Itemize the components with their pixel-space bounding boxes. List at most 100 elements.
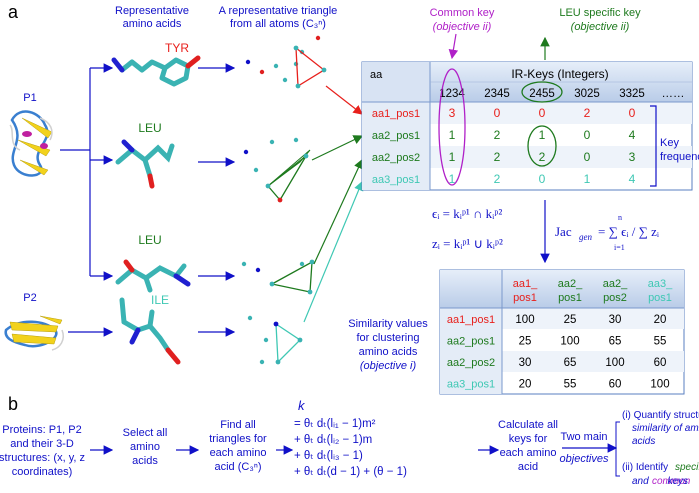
step-key-formula: k = θₜ dₜ(lᵢ₁ − 1)m² + θₜ dₜ(lᵢ₂ − 1)m +…	[294, 398, 407, 478]
residue-ile-stick-model	[119, 297, 181, 365]
arrow-ile-to-row4	[303, 180, 364, 323]
p1-branch-connector	[60, 63, 114, 281]
formula-sum-top: n	[618, 213, 622, 222]
sim-col-header: pos1	[558, 292, 582, 304]
ir-key-header: 2455	[529, 88, 555, 100]
ir-key-header: ……	[662, 88, 685, 100]
protein-p1-ribbon-image	[9, 110, 53, 177]
sim-cell: 60	[654, 357, 667, 369]
sim-col-header: aa1_	[513, 278, 538, 290]
svg-text:and: and	[632, 476, 649, 487]
svg-text:common: common	[652, 476, 691, 487]
residue-to-triangle-arrows	[198, 63, 236, 337]
step-two-objectives: Two main objectives	[560, 431, 618, 465]
similarity-caption-1: Similarity values	[348, 318, 428, 330]
ir-table-title: IR-Keys (Integers)	[511, 67, 608, 81]
svg-text:+ θₜ dₜ(lᵢ₃ − 1): + θₜ dₜ(lᵢ₃ − 1)	[294, 450, 363, 462]
ir-row-label: aa1_pos1	[372, 108, 420, 120]
common-key-label: Common key	[430, 7, 495, 19]
svg-text:k: k	[298, 398, 306, 413]
svg-text:objectives: objectives	[560, 453, 609, 465]
svg-text:acid: acid	[518, 461, 538, 473]
svg-text:structures: (x, y, z: structures: (x, y, z	[0, 452, 85, 464]
sim-cell: 65	[564, 357, 577, 369]
svg-text:Proteins: P1, P2: Proteins: P1, P2	[2, 424, 82, 436]
residue-label-ile: ILE	[151, 293, 169, 307]
ir-key-header: 3325	[619, 88, 645, 100]
svg-text:keys for: keys for	[509, 433, 548, 445]
formula-jac: Jac	[555, 224, 572, 239]
sim-cell: 30	[609, 314, 622, 326]
sim-col-header: pos1	[648, 292, 672, 304]
ir-cell: 3	[629, 150, 636, 164]
outcome-identify: (ii) Identify specific and common keys	[622, 462, 699, 487]
panel-b-label: b	[8, 394, 18, 414]
svg-text:similarity of amino: similarity of amino	[632, 423, 699, 434]
residue-label-tyr: TYR	[165, 41, 189, 55]
key-frequency-label-1: Key	[660, 137, 679, 149]
sim-col-header: aa2_	[603, 278, 628, 290]
ir-cell: 2	[539, 150, 546, 164]
header-triangle-1: A representative triangle	[219, 5, 338, 17]
sim-cell: 20	[519, 379, 532, 391]
ir-cell: 3	[449, 106, 456, 120]
specific-key-label: LEU specific key	[559, 7, 641, 19]
protein-p2-ribbon-image	[4, 315, 64, 351]
header-triangle-2: from all atoms (C₃ⁿ)	[230, 18, 326, 30]
common-key-objective: (objective ii)	[433, 21, 492, 33]
ir-cell: 4	[629, 128, 636, 142]
ir-cell: 0	[584, 128, 591, 142]
panel-a-label: a	[8, 2, 19, 22]
ir-cell: 0	[539, 172, 546, 186]
svg-text:Two main: Two main	[560, 431, 607, 443]
formula-z: zᵢ = kᵢᵖ¹ ∪ kᵢᵖ²	[432, 236, 503, 251]
arrow-leu2-to-row3	[313, 158, 363, 265]
protein-p1-label: P1	[23, 92, 36, 104]
ir-cell: 2	[584, 106, 591, 120]
outcome-quantify: (i) Quantify structure similarity of ami…	[622, 410, 699, 447]
ir-row-label: aa2_pos1	[372, 130, 420, 142]
sim-row-label: aa3_pos1	[447, 379, 495, 391]
protein-p2-label: P2	[23, 292, 36, 304]
sim-col-header: pos1	[513, 292, 537, 304]
svg-text:acids: acids	[132, 455, 158, 467]
sim-cell: 65	[609, 336, 622, 348]
step-proteins: Proteins: P1, P2 and their 3-D structure…	[0, 424, 85, 478]
ir-cell: 2	[494, 150, 501, 164]
ir-cell: 2	[494, 128, 501, 142]
sim-cell: 100	[650, 379, 669, 391]
ir-cell: 0	[539, 106, 546, 120]
sim-cell: 100	[515, 314, 534, 326]
common-key-arrow	[448, 33, 459, 60]
arrow-tyr-to-row1	[325, 85, 363, 115]
ir-key-header: 3025	[574, 88, 600, 100]
formula-jac-subscript: gen	[579, 232, 592, 242]
step-select-amino-acids: Select all amino acids	[123, 427, 168, 467]
residue-label-leu-2: LEU	[138, 233, 161, 247]
svg-text:(ii) Identify: (ii) Identify	[622, 462, 668, 473]
sim-cell: 20	[654, 314, 667, 326]
svg-text:amino: amino	[130, 441, 160, 453]
residue-label-leu-1: LEU	[138, 121, 161, 135]
ir-row-label: aa3_pos1	[372, 174, 420, 186]
svg-text:Select all: Select all	[123, 427, 168, 439]
residue-leu1-stick-model	[115, 139, 175, 189]
similarity-caption-3: amino acids	[359, 346, 418, 358]
svg-text:specific: specific	[675, 462, 699, 473]
similarity-table	[439, 269, 685, 395]
svg-text:+ θₜ dₜ(lᵢ₂ − 1)m: + θₜ dₜ(lᵢ₂ − 1)m	[294, 434, 372, 446]
similarity-caption-4: (objective i)	[360, 360, 417, 372]
key-frequency-bracket	[650, 105, 657, 187]
svg-text:each amino: each amino	[210, 447, 267, 459]
specific-key-objective: (objective ii)	[571, 21, 630, 33]
ir-cell: 1	[449, 172, 456, 186]
common-key-highlight	[438, 68, 466, 186]
specific-key-header-highlight	[521, 81, 563, 103]
ir-cell: 1	[584, 172, 591, 186]
ir-cell: 0	[584, 150, 591, 164]
sim-row-label: aa2_pos1	[447, 336, 495, 348]
objectives-bracket	[615, 421, 620, 477]
